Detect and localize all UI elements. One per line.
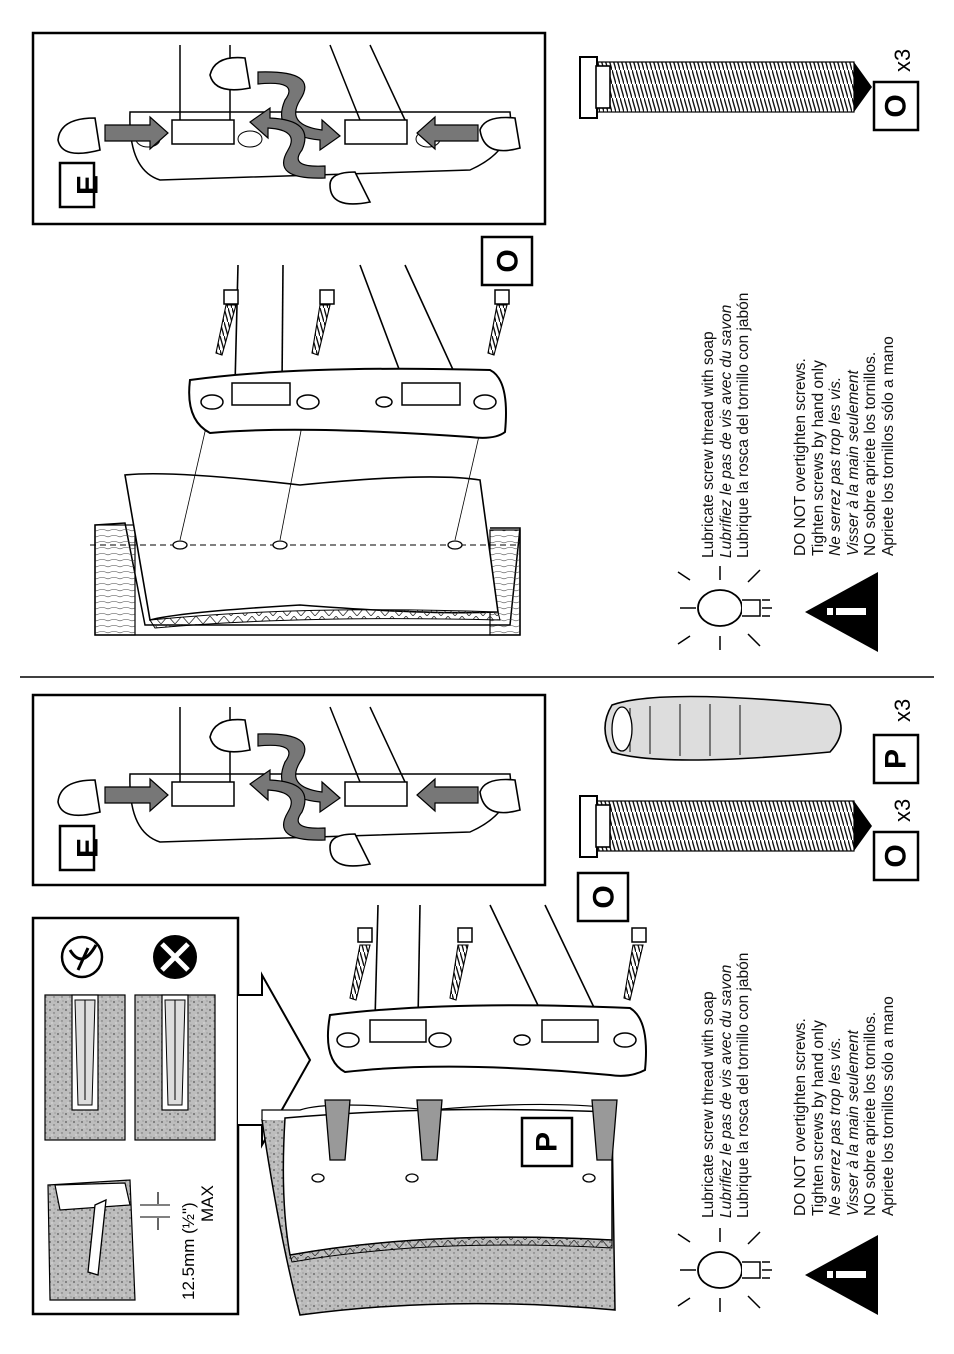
top-lubricate-en: Lubricate screw thread with soap [700, 331, 717, 558]
bottom-lubricate-fr: Lubrifiez le pas de vis avec du savon [717, 964, 735, 1218]
bottom-lubricate-en: Lubricate screw thread with soap [700, 991, 717, 1218]
bottom-warning-line-6: Apriete los tornillos sólo a mano [879, 996, 897, 1216]
bottom-step-label: O [588, 885, 621, 908]
top-screw-part [579, 56, 920, 132]
bottom-anchor-part [604, 695, 920, 785]
bottom-warning-line-4: Visser à la main seulement [844, 1030, 862, 1216]
bottom-screw-label: O [880, 844, 913, 867]
top-lubricate-text: Lubricate screw thread with soap Lubrifi… [700, 293, 753, 558]
top-warning-text: DO NOT overtighten screws. Tighten screw… [792, 336, 897, 556]
top-warning-line-4: Visser à la main seulement [844, 370, 862, 556]
bottom-warning-line-5: NO sobre apriete los tornillos. [862, 1011, 879, 1216]
correct-check-icon [60, 935, 104, 979]
top-lubricate-es: Lubrique la rosca del tornillo con jabón [735, 292, 752, 558]
bottom-warning-text: DO NOT overtighten screws. Tighten screw… [792, 996, 897, 1216]
top-lubricate-fr: Lubrifiez le pas de vis avec du savon [717, 304, 735, 558]
top-warning-line-3: Ne serrez pas trop les vis. [827, 376, 844, 556]
bottom-warning-line-1: DO NOT overtighten screws. [792, 1018, 809, 1216]
top-warning-line-6: Apriete los tornillos sólo a mano [879, 336, 897, 556]
bottom-anchor-part-label: P [880, 749, 913, 769]
bottom-inset-e [31, 693, 547, 887]
bottom-concrete-mounting-drawing [261, 871, 647, 1316]
top-warning-line-5: NO sobre apriete los tornillos. [862, 351, 879, 556]
depth-max: MAX [198, 1185, 217, 1222]
bottom-screw-qty: x3 [890, 799, 915, 822]
bottom-warning-line-2: Tighten screws by hand only [809, 1020, 827, 1216]
top-warning-line-1: DO NOT overtighten screws. [792, 358, 809, 556]
bottom-warning-line-3: Ne serrez pas trop les vis. [827, 1036, 844, 1216]
bottom-warning-triangle-icon [805, 1235, 878, 1315]
drilling-depth-detail [31, 916, 312, 1316]
bottom-screw-part [579, 795, 920, 882]
depth-value: 12.5mm (½") [179, 1202, 198, 1300]
bottom-lubricate-bulb-icon [677, 1228, 772, 1312]
bottom-lubricate-text: Lubricate screw thread with soap Lubrifi… [700, 953, 753, 1218]
top-screw-qty: x3 [890, 49, 915, 72]
top-warning-line-2: Tighten screws by hand only [809, 360, 827, 556]
bottom-anchor-label: P [531, 1132, 564, 1152]
top-step-label: O [492, 249, 525, 272]
bottom-inset-label: E [72, 838, 105, 858]
top-screw-label: O [880, 94, 913, 117]
top-lubricate-bulb-icon [677, 566, 772, 650]
top-inset-e [31, 31, 547, 226]
bottom-anchor-qty: x3 [890, 699, 915, 722]
bottom-lubricate-es: Lubrique la rosca del tornillo con jabón [735, 952, 752, 1218]
top-wood-mounting-drawing [90, 235, 534, 636]
top-inset-label: E [72, 175, 105, 195]
top-warning-triangle-icon [805, 572, 878, 652]
